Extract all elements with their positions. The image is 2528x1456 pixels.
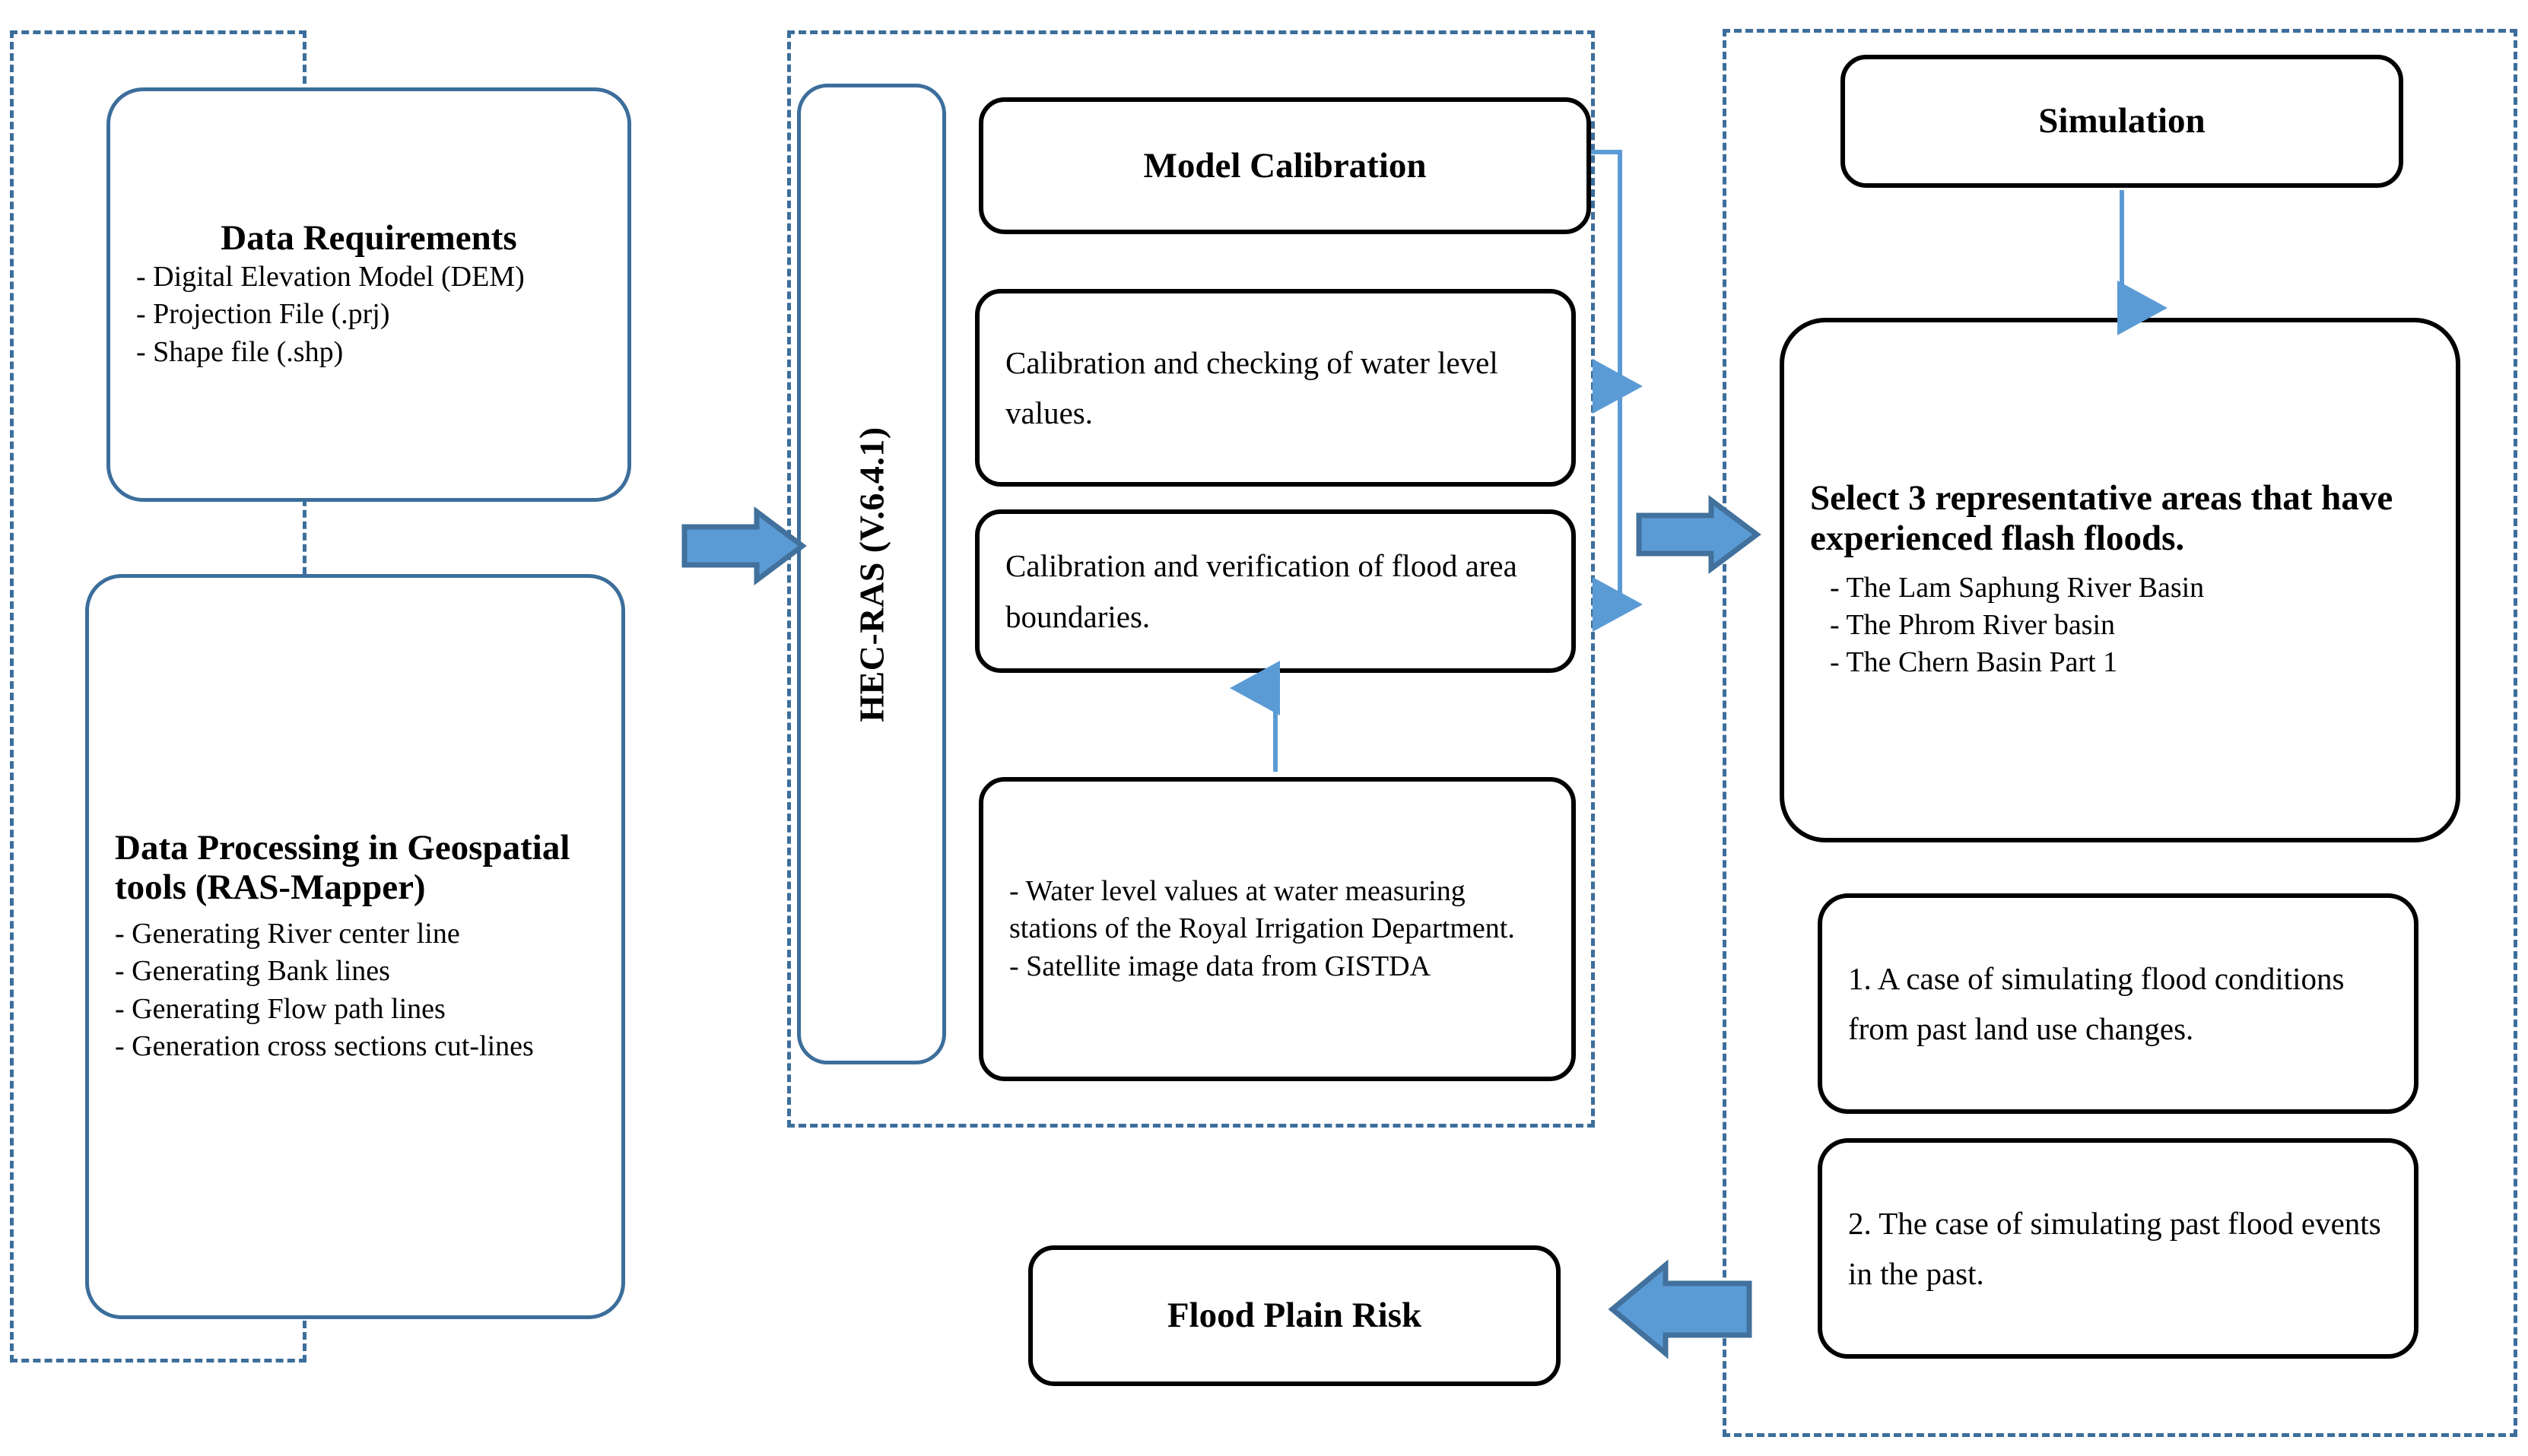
block-arrow-input-to-model bbox=[681, 506, 807, 585]
data-sources-item-1: - Water level values at water measuring … bbox=[1009, 874, 1515, 945]
data-requirements-item-3: - Shape file (.shp) bbox=[136, 335, 344, 368]
model-calibration-title: Model Calibration bbox=[1143, 145, 1427, 186]
flood-plain-risk-box[interactable]: Flood Plain Risk bbox=[1028, 1245, 1561, 1386]
hecras-software-label: HEC-RAS (V.6.4.1) bbox=[852, 426, 891, 722]
simulation-stage-group bbox=[1723, 29, 2517, 1437]
data-processing-item-4: - Generation cross sections cut-lines bbox=[115, 1030, 534, 1063]
select-areas-box[interactable]: Select 3 representative areas that have … bbox=[1780, 318, 2460, 842]
data-requirements-box[interactable]: Data Requirements - Digital Elevation Mo… bbox=[106, 87, 631, 502]
data-requirements-item-2: - Projection File (.prj) bbox=[136, 298, 390, 331]
data-processing-box[interactable]: Data Processing in Geospatial tools (RAS… bbox=[85, 574, 625, 1319]
simulation-case-1-text: 1. A case of simulating flood conditions… bbox=[1848, 960, 2345, 1046]
select-areas-heading: Select 3 representative areas that have … bbox=[1810, 478, 2393, 558]
simulation-box[interactable]: Simulation bbox=[1840, 55, 2403, 188]
calibration-water-level-box[interactable]: Calibration and checking of water level … bbox=[975, 289, 1576, 487]
data-requirements-title: Data Requirements bbox=[221, 218, 517, 259]
select-areas-item-1: - The Lam Saphung River Basin bbox=[1830, 571, 2205, 604]
simulation-case-2-text: 2. The case of simulating past flood eve… bbox=[1848, 1205, 2381, 1291]
model-calibration-box[interactable]: Model Calibration bbox=[979, 97, 1591, 234]
calibration-water-level-text: Calibration and checking of water level … bbox=[1005, 344, 1498, 430]
data-requirements-item-1: - Digital Elevation Model (DEM) bbox=[136, 260, 525, 293]
calibration-flood-boundaries-text: Calibration and verification of flood ar… bbox=[1005, 548, 1517, 634]
select-areas-item-2: - The Phrom River basin bbox=[1830, 608, 2116, 641]
data-processing-item-3: - Generating Flow path lines bbox=[115, 992, 446, 1025]
flood-plain-risk-title: Flood Plain Risk bbox=[1167, 1296, 1422, 1336]
data-processing-item-1: - Generating River center line bbox=[115, 917, 460, 950]
simulation-case-1-box[interactable]: 1. A case of simulating flood conditions… bbox=[1818, 893, 2418, 1114]
data-processing-item-2: - Generating Bank lines bbox=[115, 955, 390, 988]
simulation-title: Simulation bbox=[2038, 101, 2206, 141]
calibration-flood-boundaries-box[interactable]: Calibration and verification of flood ar… bbox=[975, 509, 1576, 673]
data-sources-box[interactable]: - Water level values at water measuring … bbox=[979, 777, 1576, 1081]
select-areas-item-3: - The Chern Basin Part 1 bbox=[1830, 646, 2118, 679]
data-processing-title: Data Processing in Geospatial tools (RAS… bbox=[115, 827, 570, 908]
calibration-bracket-connector bbox=[1591, 150, 1643, 632]
hecras-software-box[interactable]: HEC-RAS (V.6.4.1) bbox=[797, 84, 946, 1064]
simulation-case-2-box[interactable]: 2. The case of simulating past flood eve… bbox=[1818, 1138, 2418, 1359]
data-sources-item-2: - Satellite image data from GISTDA bbox=[1009, 950, 1431, 982]
